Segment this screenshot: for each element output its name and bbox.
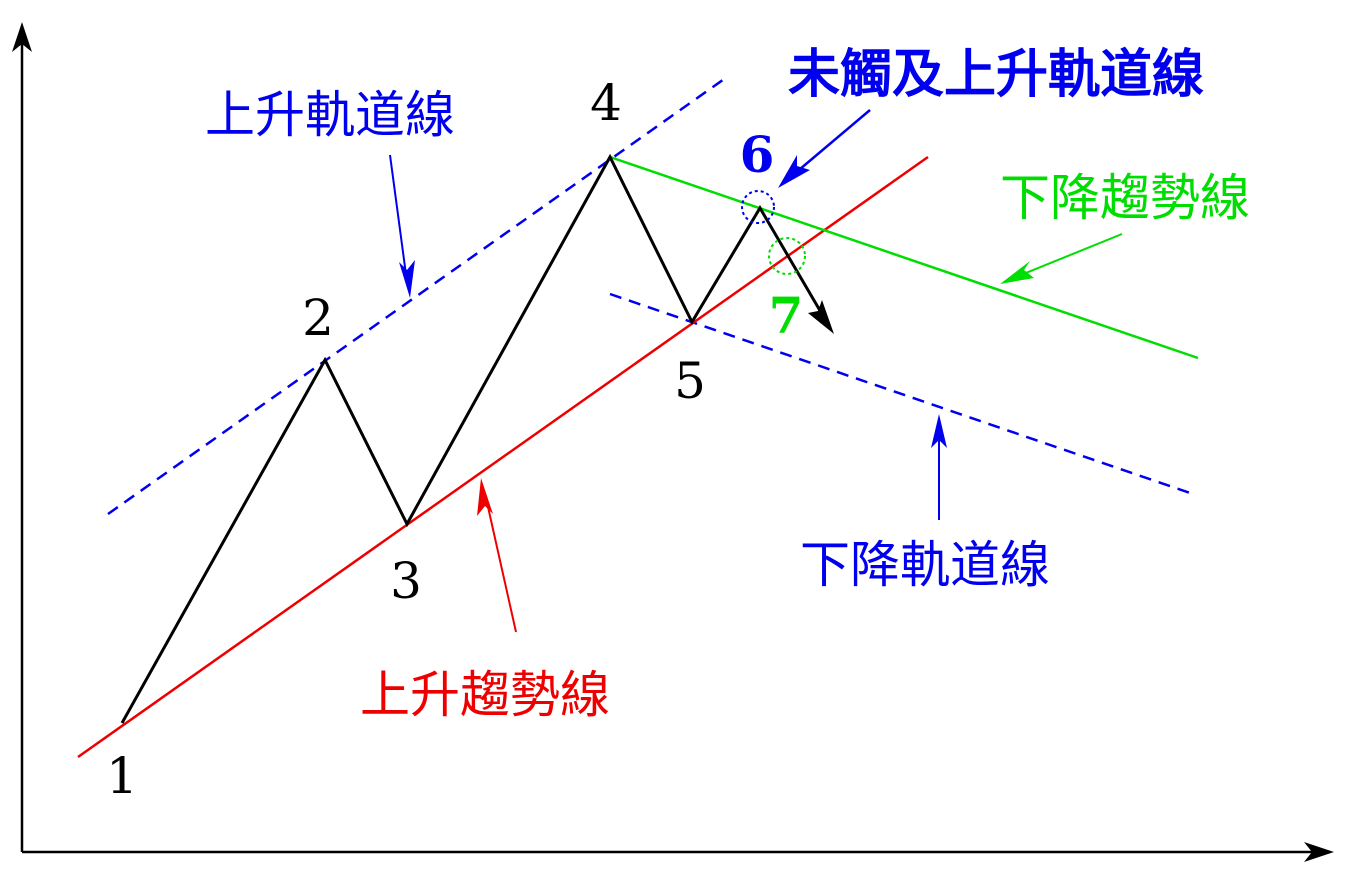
down-trend-line-label: 下降趨勢線 <box>1000 169 1250 227</box>
x-axis-arrow <box>1304 842 1334 862</box>
point-7-label: 7 <box>769 286 804 345</box>
point-labels: 1 2 3 4 5 6 7 <box>106 74 803 805</box>
point-6-label: 6 <box>740 125 775 184</box>
axes <box>12 22 1334 862</box>
up-channel-pointer-head <box>399 260 415 298</box>
line-labels: 上升軌道線 上升趨勢線 下降趨勢線 下降軌道線 未觸及上升軌道線 <box>205 45 1250 724</box>
up-trend-pointer-head <box>477 478 493 516</box>
down-trend-pointer-shaft <box>1015 233 1123 278</box>
up-trend-line <box>77 155 929 759</box>
point-1-label: 1 <box>106 747 138 805</box>
point-6-circle <box>741 190 775 224</box>
up-channel-line <box>107 75 728 516</box>
down-channel-line-label: 下降軌道線 <box>800 536 1050 594</box>
up-channel-line-label: 上升軌道線 <box>205 86 455 144</box>
price-path-arrowhead <box>808 300 834 334</box>
y-axis-arrow <box>12 22 32 52</box>
up-trend-line-label: 上升趨勢線 <box>360 666 610 724</box>
down-trend-line <box>609 155 1199 360</box>
point-7-circle <box>768 237 806 275</box>
point-3-label: 3 <box>390 552 422 610</box>
annotation-arrows <box>389 109 1123 633</box>
point-4-label: 4 <box>590 74 622 132</box>
up-trend-pointer-shaft <box>485 497 517 633</box>
down-channel-pointer-head <box>931 414 947 448</box>
down-trend-pointer-head <box>1000 261 1034 284</box>
up-channel-pointer-shaft <box>389 154 408 283</box>
untouched-up-channel-label: 未觸及上升軌道線 <box>788 45 1204 105</box>
point-2-label: 2 <box>302 289 334 347</box>
untouched-pointer-shaft <box>792 109 871 176</box>
point-5-label: 5 <box>674 352 706 410</box>
down-channel-line <box>609 292 1197 497</box>
untouched-pointer-head <box>778 155 810 188</box>
price-path <box>120 153 831 724</box>
